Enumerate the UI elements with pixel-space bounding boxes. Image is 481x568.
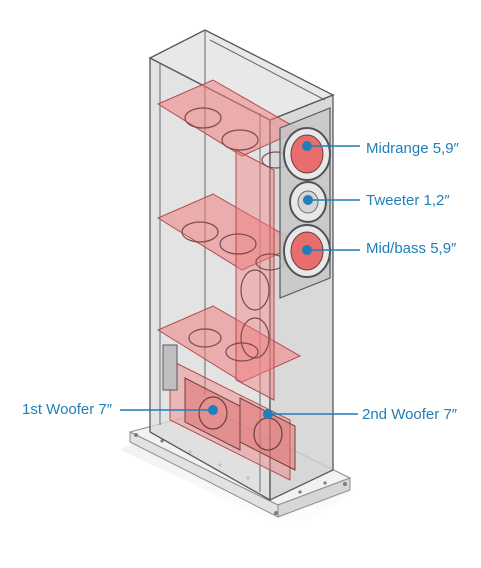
driver-dots <box>208 141 313 419</box>
label-midrange: Midrange 5,9″ <box>366 140 459 157</box>
side-terminal-plate <box>162 344 178 391</box>
label-tweeter: Tweeter 1,2″ <box>366 192 450 209</box>
leader-lines <box>120 145 360 415</box>
label-woofer-1: 1st Woofer 7″ <box>22 401 113 418</box>
shelf-ports <box>181 107 291 362</box>
woofer1-dot <box>208 405 218 415</box>
midbass-dot <box>302 245 312 255</box>
midrange-dot <box>302 141 312 151</box>
woofer2-dot <box>263 409 273 419</box>
label-midbass: Mid/bass 5,9″ <box>366 240 457 257</box>
label-woofer-2: 2nd Woofer 7″ <box>362 406 458 423</box>
tweeter-dot <box>303 195 313 205</box>
